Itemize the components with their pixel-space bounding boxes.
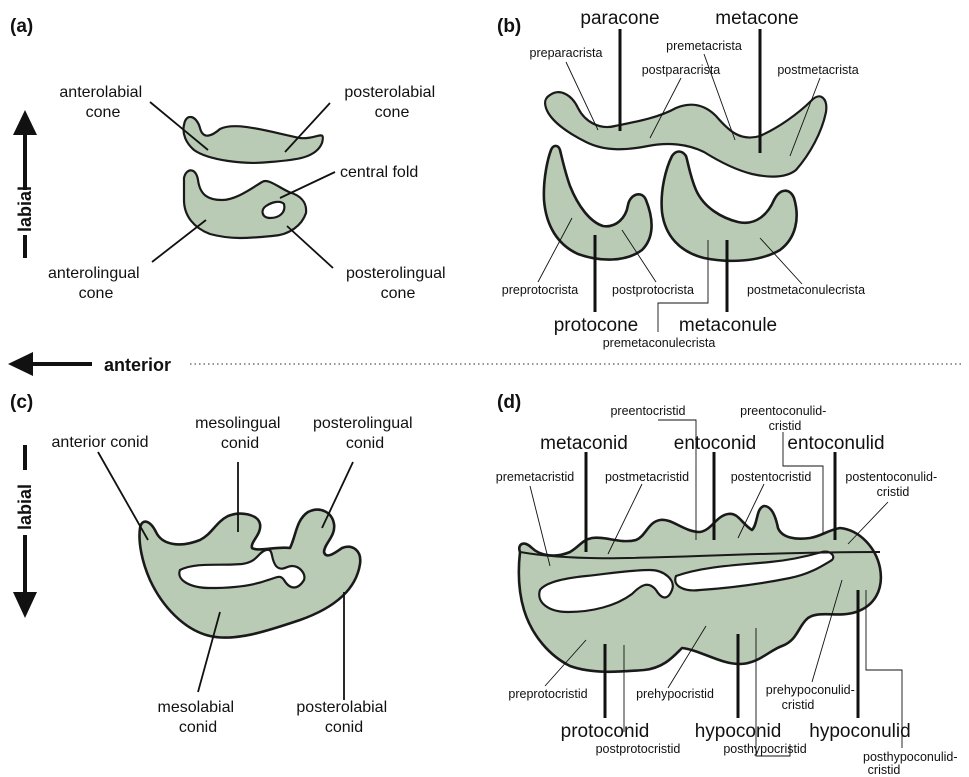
label-posthypoconulid-cristid: posthypoconulid- cristid (863, 750, 961, 777)
label-posterolabial-cone: posterolabial cone (344, 84, 439, 121)
panel-d-label: (d) (497, 392, 521, 413)
label-preentocristid: preentocristid (610, 404, 685, 418)
label-posterolabial-conid: posterolabial conid (296, 699, 391, 736)
panel-b: paracone metacone preparacrista premetac… (502, 8, 865, 350)
label-prehypocristid: prehypocristid (636, 687, 714, 701)
label-metaconule: metaconule (679, 315, 777, 336)
labial-axis-lower: labial (13, 445, 37, 618)
panel-a-label: (a) (10, 16, 33, 37)
label-posthypocristid: posthypocristid (723, 742, 806, 756)
label-postmetaconulecrista: postmetaconulecrista (747, 283, 865, 297)
label-metacone: metacone (715, 8, 798, 29)
panel-a-labial-crescent (183, 117, 322, 163)
panel-b-label: (b) (497, 16, 521, 37)
labial-axis-lower-text: labial (15, 484, 35, 530)
label-anterolabial-cone: anterolabial cone (59, 84, 146, 121)
label-entoconid: entoconid (674, 433, 756, 454)
labial-axis-upper: labial (13, 110, 37, 258)
panel-b-protocone-crescent (544, 146, 652, 260)
label-hypoconid: hypoconid (695, 721, 782, 742)
label-postprotocristid: postprotocristid (596, 742, 681, 756)
label-preentoconulid-cristid: preentoconulid- cristid (740, 404, 830, 433)
label-anterior-conid: anterior conid (52, 434, 149, 451)
label-mesolingual-conid: mesolingual conid (195, 415, 285, 452)
label-postprotocrista: postprotocrista (612, 283, 694, 297)
label-paracone: paracone (580, 8, 659, 29)
label-anterolingual-cone: anterolingual cone (48, 265, 144, 302)
anterior-axis-text: anterior (104, 355, 171, 375)
label-entoconulid: entoconulid (787, 433, 884, 454)
label-posterolingual-cone: posterolingual cone (346, 265, 450, 302)
label-prehypoconulid-cristid: prehypoconulid- cristid (766, 683, 858, 712)
label-preprotocristid: preprotocristid (508, 687, 587, 701)
label-postentoconulid-cristid: postentoconulid- cristid (845, 470, 940, 499)
label-preparacrista: preparacrista (530, 46, 603, 60)
anterior-axis: anterior (8, 352, 962, 376)
label-hypoconulid: hypoconulid (809, 721, 910, 742)
label-postmetacrista: postmetacrista (777, 63, 858, 77)
panel-c: anterior conid mesolingual conid postero… (52, 415, 418, 736)
label-premetaconulecrista: premetaconulecrista (603, 336, 716, 350)
label-posterolingual-conid: posterolingual conid (313, 415, 417, 452)
panel-a: anterolabial cone posterolabial cone cen… (48, 84, 450, 302)
label-preprotocrista: preprotocrista (502, 283, 578, 297)
label-postmetacristid: postmetacristid (605, 470, 689, 484)
labial-axis-upper-text: labial (15, 186, 35, 232)
panel-c-label: (c) (10, 392, 33, 413)
label-mesolabial-conid: mesolabial conid (158, 699, 239, 736)
label-protoconid: protoconid (561, 721, 650, 742)
panel-d: preentocristid preentoconulid- cristid m… (496, 404, 961, 777)
label-protocone: protocone (554, 315, 639, 336)
label-premetacrista: premetacrista (666, 39, 742, 53)
label-postparacrista: postparacrista (642, 63, 721, 77)
label-premetacristid: premetacristid (496, 470, 575, 484)
label-central-fold: central fold (340, 164, 418, 181)
label-postentocristid: postentocristid (731, 470, 812, 484)
label-metaconid: metaconid (540, 433, 628, 454)
